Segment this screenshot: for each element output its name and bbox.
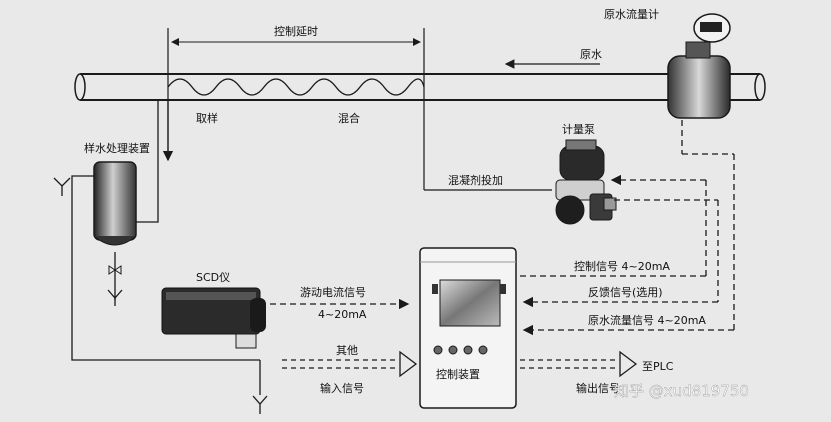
sampling-label: 取样 xyxy=(196,111,218,125)
raw-water-flowmeter xyxy=(668,14,730,118)
metering-pump-label: 计量泵 xyxy=(562,123,595,136)
metering-pump xyxy=(556,140,616,224)
mixing-label: 混合 xyxy=(338,111,360,125)
mixing-wave xyxy=(168,79,424,95)
sample-line xyxy=(136,100,168,222)
control-device-label: 控制装置 xyxy=(436,367,480,381)
feedback-signal-label: 反馈信号(选用) xyxy=(588,286,663,299)
to-plc-label: 至PLC xyxy=(642,360,674,373)
main-pipe xyxy=(75,74,765,100)
coagulant-dosing-label: 混凝剂投加 xyxy=(448,173,503,187)
drain xyxy=(253,360,267,414)
sample-treatment-label: 样水处理装置 xyxy=(84,141,150,155)
streaming-current-label: 游动电流信号 xyxy=(300,285,366,299)
input-signal-label: 输入信号 xyxy=(320,381,364,395)
raw-water-label: 原水 xyxy=(580,48,602,61)
control-device xyxy=(420,248,516,408)
control-signal-label: 控制信号 4~20mA xyxy=(574,259,670,273)
scd-meter-label: SCD仪 xyxy=(196,271,230,284)
flow-signal-label: 原水流量信号 4~20mA xyxy=(588,313,706,327)
control-delay-dimension xyxy=(168,28,424,190)
control-delay-label: 控制延时 xyxy=(274,24,318,38)
streaming-current-range: 4~20mA xyxy=(318,308,367,321)
output-signal-link xyxy=(520,352,636,376)
scd-meter xyxy=(162,288,266,348)
watermark: 知乎 @xud819750 xyxy=(614,382,749,400)
flowmeter-label: 原水流量计 xyxy=(604,7,659,21)
other-label: 其他 xyxy=(336,344,358,357)
